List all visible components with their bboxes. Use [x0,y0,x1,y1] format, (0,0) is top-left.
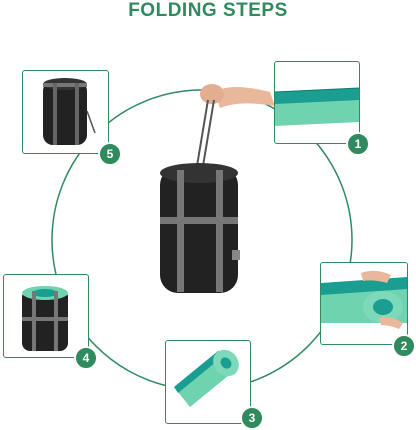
step-5-image [22,70,109,154]
step-3-badge: 3 [240,406,264,430]
step-1-badge: 1 [346,132,370,156]
step-4-image [3,274,89,358]
step-4-badge: 4 [74,346,98,370]
page-title: FOLDING STEPS [128,0,288,21]
step-1-image [274,61,360,144]
step-2-image [320,262,408,345]
center-compressed-bag-image [160,84,275,293]
step-5-badge: 5 [98,142,122,166]
step-2-badge: 2 [392,334,416,358]
step-3-image [165,340,251,424]
